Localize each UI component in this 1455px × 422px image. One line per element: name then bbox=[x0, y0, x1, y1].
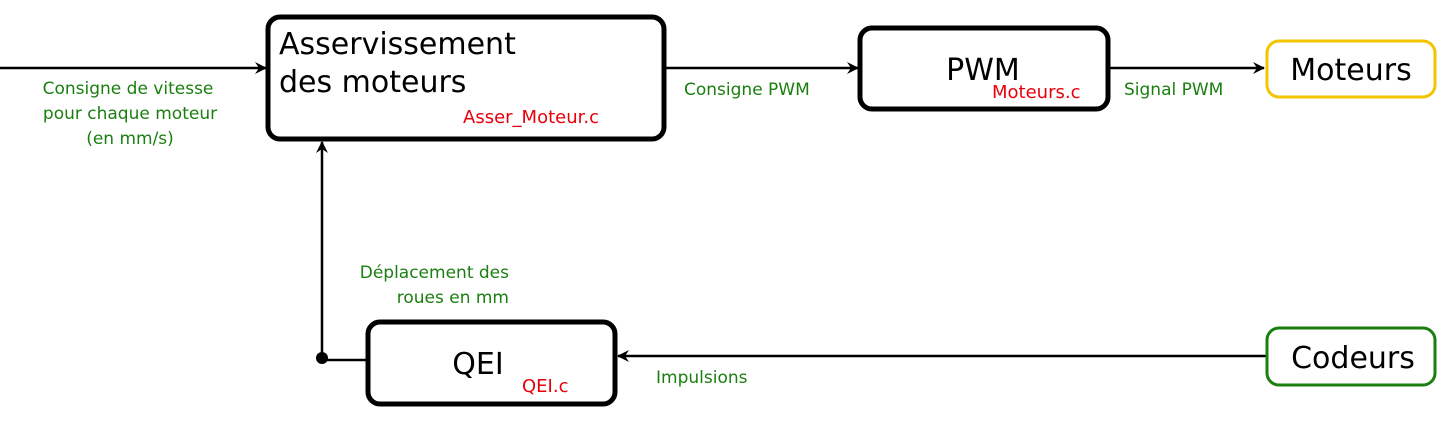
consigne-pwm-label: Consigne PWM bbox=[684, 80, 810, 100]
qei-box bbox=[365, 319, 618, 407]
pwm-title: PWM bbox=[946, 53, 1020, 88]
moteurs-title: Moteurs bbox=[1290, 53, 1411, 88]
moteurs-box bbox=[1265, 39, 1437, 99]
asserv-box bbox=[265, 14, 667, 142]
asserv-file-label: Asser_Moteur.c bbox=[463, 107, 599, 128]
pwm-box bbox=[857, 25, 1111, 112]
codeurs-title: Codeurs bbox=[1291, 341, 1415, 376]
pwm-block: PWM Moteurs.c bbox=[857, 25, 1111, 112]
consigne-vitesse-label: Consigne de vitesse pour chaque moteur (… bbox=[43, 79, 217, 149]
signal-pwm-label: Signal PWM bbox=[1124, 80, 1223, 100]
asserv-title-line2: des moteurs bbox=[279, 65, 466, 100]
qei-block: QEI QEI.c bbox=[365, 319, 618, 407]
moteurs-block: Moteurs bbox=[1265, 39, 1437, 99]
consigne-vitesse-line2: pour chaque moteur bbox=[43, 104, 217, 124]
deplacement-line2: roues en mm bbox=[397, 288, 509, 308]
pwm-file-label: Moteurs.c bbox=[992, 82, 1080, 103]
junction-dot bbox=[316, 352, 328, 364]
consigne-vitesse-line3: (en mm/s) bbox=[86, 129, 174, 149]
asserv-title-line1: Asservissement bbox=[279, 27, 516, 62]
codeurs-block: Codeurs bbox=[1265, 326, 1437, 387]
qei-file-label: QEI.c bbox=[522, 376, 568, 397]
codeurs-box bbox=[1265, 326, 1437, 387]
asserv-block: Asservissement des moteurs Asser_Moteur.… bbox=[265, 14, 667, 142]
deplacement-label: Déplacement des roues en mm bbox=[360, 263, 509, 308]
qei-title: QEI bbox=[452, 347, 503, 382]
impulsions-label: Impulsions bbox=[656, 368, 748, 388]
deplacement-line1: Déplacement des bbox=[360, 263, 509, 283]
consigne-vitesse-line1: Consigne de vitesse bbox=[43, 79, 214, 99]
